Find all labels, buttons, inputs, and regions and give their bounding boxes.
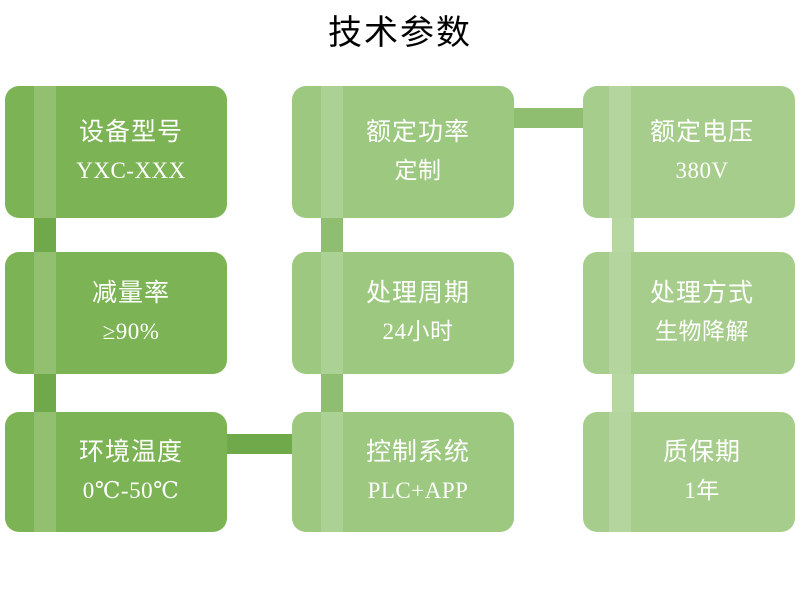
card-value: 1年 (684, 478, 720, 503)
card-label: 处理周期 (365, 280, 470, 307)
card-value: 380V (675, 158, 729, 183)
card-device-model[interactable]: 设备型号 YXC-XXX (5, 86, 227, 218)
card-value: YXC-XXX (76, 158, 186, 183)
card-rated-voltage[interactable]: 额定电压 380V (583, 86, 795, 218)
card-label: 处理方式 (649, 280, 754, 307)
card-rated-power[interactable]: 额定功率 定制 (292, 86, 514, 218)
card-value: PLC+APP (367, 478, 469, 503)
card-ambient-temperature[interactable]: 环境温度 0℃-50℃ (5, 412, 227, 532)
card-label: 环境温度 (78, 439, 183, 466)
card-value: 生物降解 (655, 319, 749, 344)
card-reduction-rate[interactable]: 减量率 ≥90% (5, 252, 227, 374)
card-label: 控制系统 (365, 439, 470, 466)
card-treatment-method[interactable]: 处理方式 生物降解 (583, 252, 795, 374)
card-value: ≥90% (102, 319, 160, 344)
card-value: 0℃-50℃ (82, 478, 180, 503)
card-label: 额定电压 (649, 119, 754, 146)
card-label: 额定功率 (365, 119, 470, 146)
card-value: 24小时 (382, 319, 454, 344)
card-label: 减量率 (91, 280, 170, 307)
card-label: 设备型号 (78, 119, 183, 146)
card-value: 定制 (394, 158, 442, 183)
page-title: 技术参数 (328, 15, 472, 52)
card-warranty-period[interactable]: 质保期 1年 (583, 412, 795, 532)
card-treatment-cycle[interactable]: 处理周期 24小时 (292, 252, 514, 374)
card-control-system[interactable]: 控制系统 PLC+APP (292, 412, 514, 532)
card-label: 质保期 (662, 439, 741, 466)
